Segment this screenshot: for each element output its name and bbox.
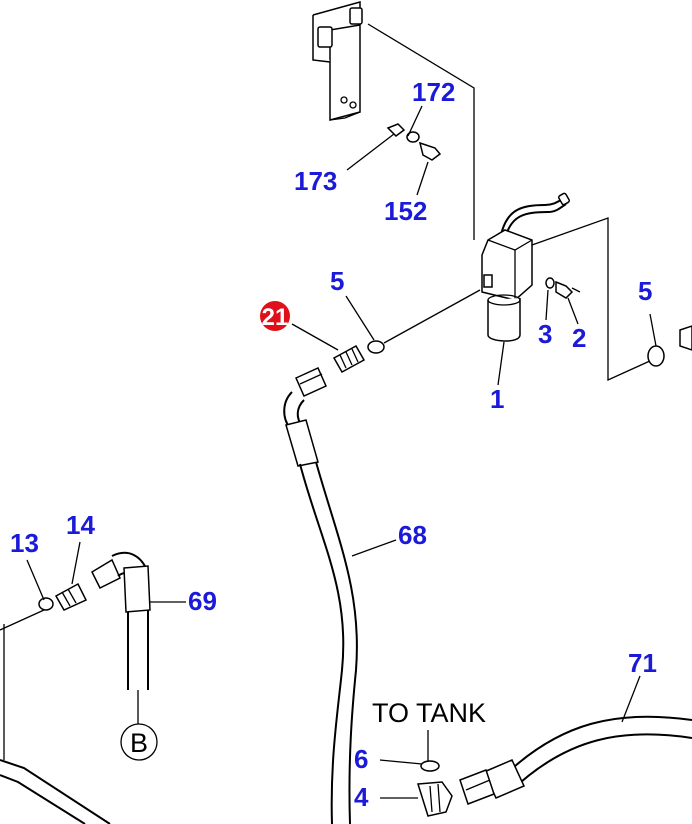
label-6: 6: [354, 744, 368, 774]
label-173: 173: [294, 166, 337, 196]
hose-71: [459, 715, 692, 805]
label-2: 2: [572, 323, 586, 353]
highlight-badge-icon: [260, 301, 290, 331]
label-172: 172: [412, 77, 455, 107]
label-1: 1: [490, 384, 504, 414]
label-152: 152: [384, 196, 427, 226]
fitting-and-oring: [332, 289, 481, 374]
leader-left-edge: [0, 609, 45, 760]
part-labels: 172 173 152 5 5 3 2 1 68 13 14 69 71 6 4: [10, 77, 657, 812]
mounting-bracket: [312, 1, 363, 121]
to-tank-label: TO TANK: [372, 698, 486, 728]
left-fittings: [38, 551, 151, 690]
label-68: 68: [398, 520, 427, 550]
leader-filter-right: [531, 217, 653, 382]
label-69: 69: [188, 586, 217, 616]
right-oring: [647, 325, 692, 367]
label-leaders: [26, 105, 657, 799]
label-4: 4: [354, 782, 369, 812]
bolt-assembly: [386, 123, 442, 161]
hose-68: [283, 367, 358, 824]
frame-bottom-left: [0, 759, 111, 824]
highlighted-part-21: 21: [260, 301, 290, 331]
label-13: 13: [10, 528, 39, 558]
connector-b: B: [120, 723, 158, 761]
label-21: 21: [262, 304, 289, 331]
label-71: 71: [628, 648, 657, 678]
label-5-left: 5: [330, 266, 344, 296]
washer-and-bolt: [545, 277, 581, 299]
leader-bracket-filter: [367, 23, 475, 240]
connector-b-label: B: [130, 728, 148, 758]
label-3: 3: [538, 319, 552, 349]
filter-assembly: [481, 192, 570, 342]
label-14: 14: [66, 510, 95, 540]
bottom-fittings: [417, 760, 453, 817]
label-5-right: 5: [638, 276, 652, 306]
connector-circle-icon: [120, 723, 158, 761]
